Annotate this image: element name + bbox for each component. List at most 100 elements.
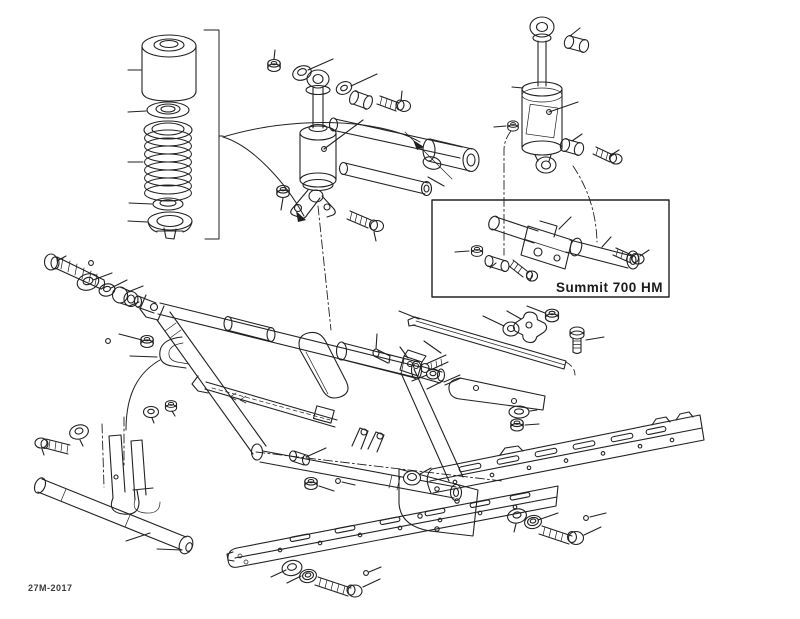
part-callout-33: 33	[127, 269, 142, 283]
center-shock-absorber	[267, 58, 412, 233]
frame-fasteners	[140, 334, 318, 491]
front-arm-frame	[139, 294, 464, 502]
callout-leader-21	[56, 255, 67, 262]
part-callout-19: 19	[111, 195, 126, 209]
callout-leader-33	[110, 279, 128, 289]
callout-dot-9	[321, 146, 327, 152]
callout-leader-49	[454, 250, 470, 253]
callout-leader-2	[273, 49, 276, 60]
callout-leader-28	[639, 249, 650, 257]
callout-leader-4	[373, 231, 377, 242]
part-callout-50: 50	[606, 328, 621, 342]
rail-mount-fasteners	[281, 508, 585, 598]
right-hoop	[298, 331, 349, 399]
part-callout-21: 21	[65, 245, 80, 259]
callout-leader-41	[569, 27, 581, 37]
part-callout-18: 18	[325, 436, 340, 450]
callout-dot-40	[105, 338, 111, 344]
callout-leader-50	[585, 336, 605, 341]
callout-leader-5	[529, 409, 538, 412]
callout-dot-39	[363, 570, 369, 576]
part-callout-42: 42	[506, 530, 521, 544]
part-callout-28: 28	[648, 239, 663, 253]
callout-leader-35	[482, 315, 505, 327]
callout-leader-36	[506, 310, 522, 320]
part-callout-22: 22	[105, 323, 120, 337]
part-callout-41: 41	[582, 123, 597, 137]
callout-leader-26	[558, 216, 572, 230]
part-callout-11: 11	[400, 71, 414, 85]
right-rail	[398, 411, 705, 537]
part-callout-12: 12	[95, 254, 110, 268]
callout-dot-44	[546, 109, 552, 115]
part-callout-20: 20	[143, 275, 158, 289]
callout-leader-29	[489, 262, 497, 269]
part-callout-14: 14	[140, 540, 155, 554]
callout-leader-38	[526, 305, 546, 314]
callout-leader-1	[537, 512, 559, 521]
part-callout-43: 43	[431, 458, 446, 472]
part-callout-47: 47	[110, 213, 125, 227]
callout-leader-43	[419, 467, 432, 475]
part-callout-40: 40	[356, 477, 371, 491]
part-callout-13: 13	[110, 104, 125, 118]
callout-leader-10	[307, 58, 334, 71]
callout-leader-7	[92, 272, 113, 281]
part-callout-4: 4	[620, 138, 627, 152]
part-callout-15: 15	[273, 578, 288, 592]
part-callout-34: 34	[387, 336, 402, 350]
callout-leader-23	[427, 176, 445, 187]
callout-leader-24	[583, 526, 602, 536]
star-adjuster	[513, 311, 548, 344]
part-callout-24: 24	[602, 517, 617, 531]
callout-leader-14	[156, 548, 183, 551]
callout-leader-8	[128, 301, 140, 307]
callout-leader-22	[318, 485, 335, 492]
callout-leader-47	[127, 220, 148, 223]
callout-leader-27	[601, 236, 612, 248]
part-callout-16: 16	[381, 570, 396, 584]
part-callout-2: 2	[172, 414, 179, 428]
part-callout-48: 48	[108, 535, 123, 549]
spring-stack	[141, 29, 224, 240]
part-callout-44: 44	[581, 91, 596, 105]
group-bracket	[203, 29, 224, 240]
part-callout-40: 40	[90, 333, 105, 347]
callout-leader-13	[127, 110, 147, 113]
part-callout-39: 39	[382, 557, 397, 571]
variant-label: Summit 700 HM	[555, 280, 663, 295]
callout-leader-15	[286, 575, 302, 584]
callout-leader-4	[610, 149, 620, 156]
callout-leader-22	[118, 333, 143, 341]
callout-dot-40	[335, 478, 341, 484]
callout-leader-51	[529, 274, 533, 282]
part-callout-4: 4	[373, 239, 380, 253]
callout-leader-18	[305, 447, 327, 458]
callout-leader-44	[548, 101, 579, 113]
part-callout-30: 30	[385, 300, 400, 314]
part-callout-17: 17	[155, 480, 170, 494]
part-callout-2: 2	[271, 36, 278, 50]
adjuster-bar-group	[372, 308, 585, 432]
part-callout-39: 39	[607, 503, 622, 517]
part-callout-10: 10	[378, 63, 393, 77]
callout-leader-4	[400, 90, 403, 102]
right-shock-absorber	[507, 16, 623, 174]
front-axle-group	[33, 424, 194, 555]
callout-leader-34	[399, 346, 409, 359]
callout-leader-39	[589, 512, 607, 518]
part-callout-25: 25	[496, 79, 511, 93]
callout-leader-2	[280, 197, 284, 211]
part-callout-26: 26	[570, 205, 585, 219]
part-callout-31: 31	[370, 320, 385, 334]
part-callout-10: 10	[334, 48, 349, 62]
assembly-pointer-curves	[125, 122, 424, 431]
callout-leader-50	[41, 448, 45, 456]
callout-leader-9	[323, 119, 364, 150]
part-callout-3: 3	[262, 573, 269, 587]
callout-leader-48	[125, 532, 151, 542]
callout-leader-16	[362, 578, 381, 588]
